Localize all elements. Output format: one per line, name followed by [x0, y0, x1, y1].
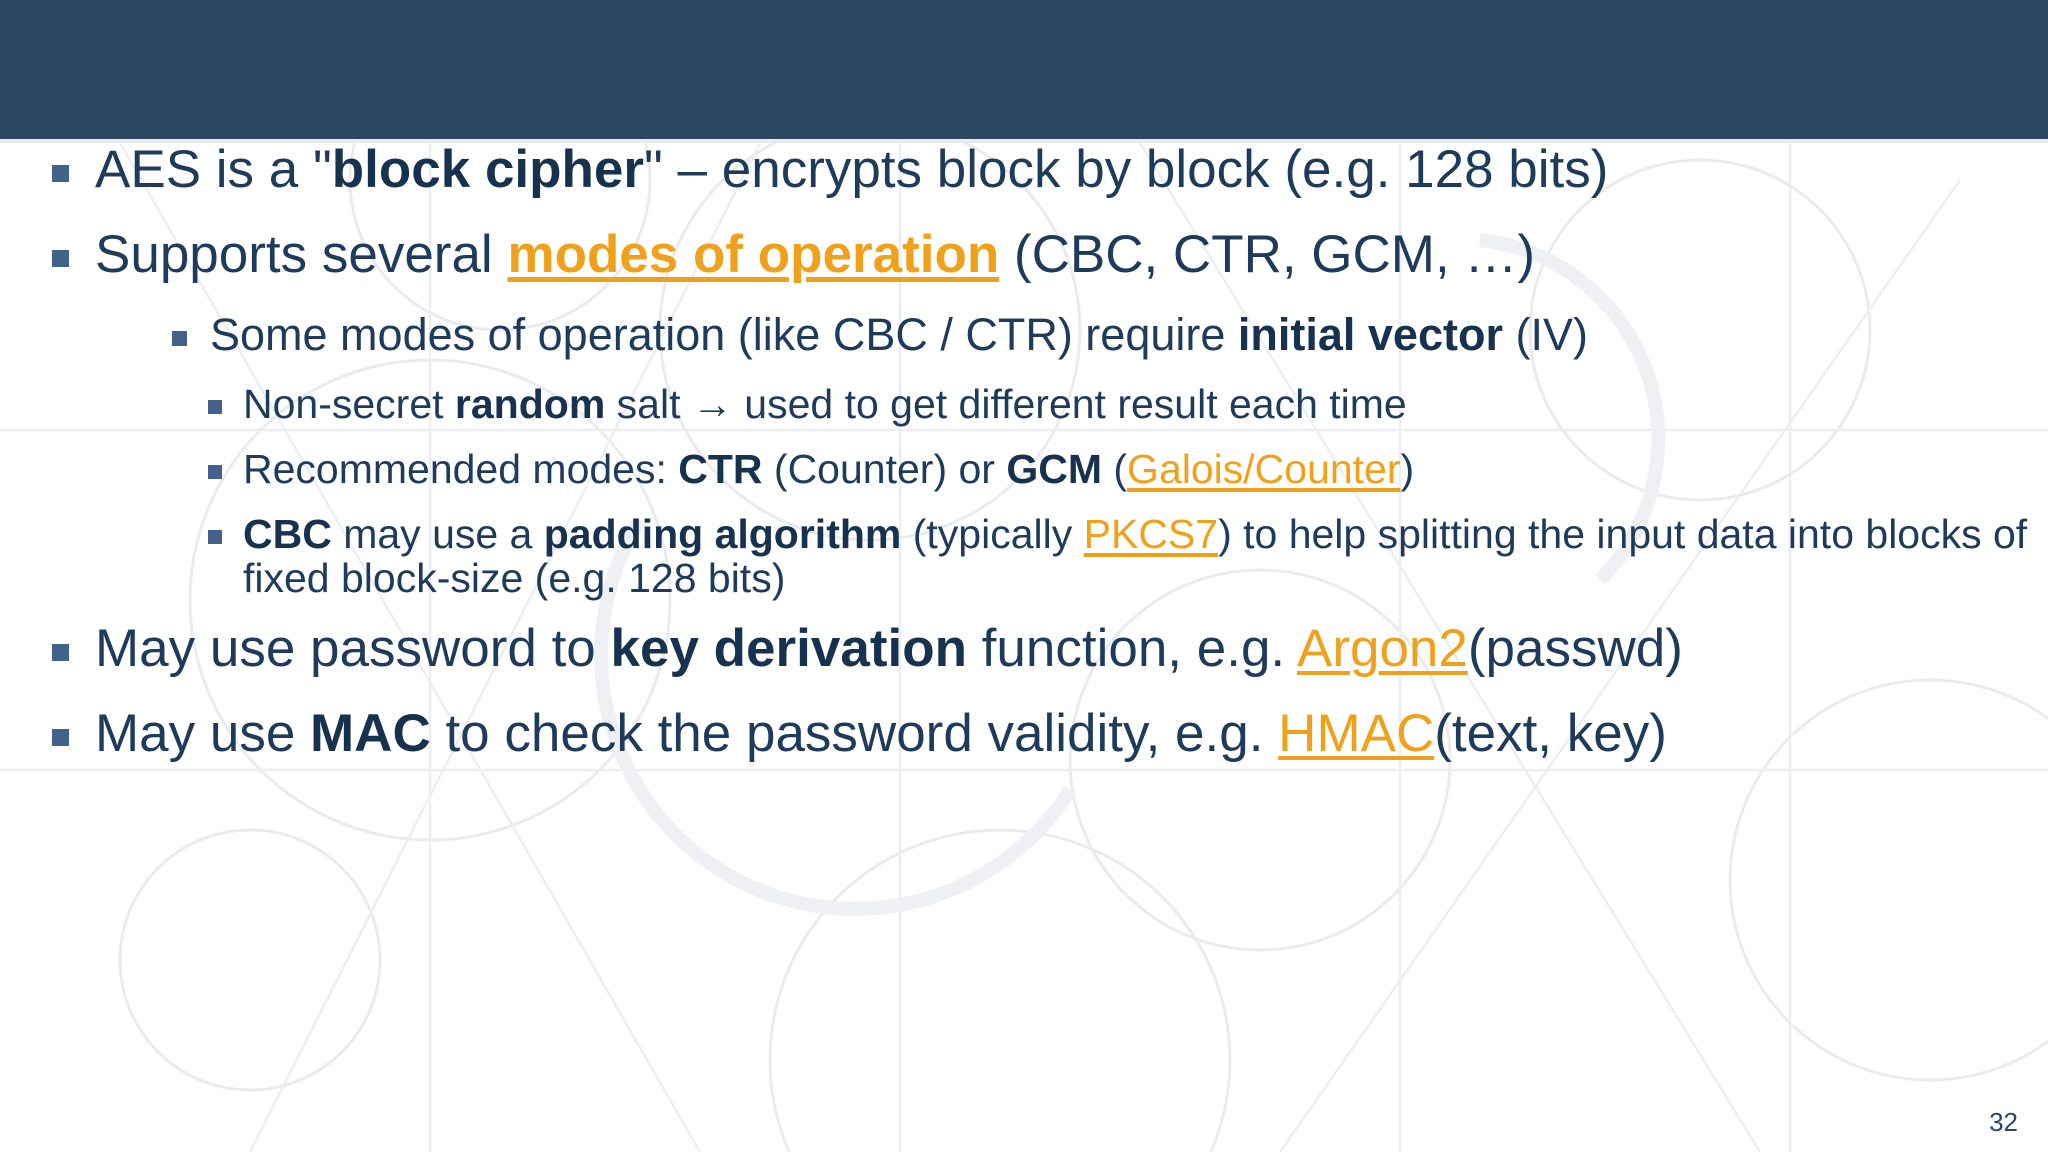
slide-body: AES is a "block cipher" – encrypts block…: [0, 140, 2048, 1152]
text-run: (CBC, CTR, GCM, …): [999, 224, 1536, 284]
text-run: Recommended modes:: [243, 445, 679, 492]
emphasis-text: CTR: [678, 445, 763, 492]
emphasis-text: initial vector: [1237, 309, 1503, 361]
bullet-item-modes-of-operation: Supports several modes of operation (CBC…: [52, 224, 2048, 284]
emphasis-text: CBC: [243, 511, 332, 558]
text-run: (typically: [901, 511, 1084, 558]
bullet-text: AES is a "block cipher" – encrypts block…: [95, 140, 2048, 199]
bullet-square-icon: [52, 728, 69, 746]
page-number: 32: [1989, 1107, 2018, 1137]
emphasis-text: key derivation: [610, 619, 967, 679]
bullet-square-icon: [52, 165, 69, 182]
text-run: to check the password validity, e.g.: [430, 703, 1279, 763]
emphasis-text: MAC: [310, 703, 431, 763]
bullet-text: Recommended modes: CTR (Counter) or GCM …: [243, 445, 2048, 492]
text-run: (text, key): [1434, 703, 1667, 763]
text-run: Supports several: [95, 224, 508, 284]
emphasis-text: GCM: [1006, 445, 1102, 492]
text-run: (IV): [1502, 309, 1588, 361]
hyperlink-galois-counter[interactable]: Galois/Counter: [1127, 445, 1401, 492]
text-run: Non-secret: [243, 380, 455, 427]
bullet-text: CBC may use a padding algorithm (typical…: [243, 513, 2048, 600]
bullet-item-cbc-padding-algorithm: CBC may use a padding algorithm (typical…: [208, 513, 2048, 600]
bullet-text: May use password to key derivation funct…: [95, 622, 2048, 677]
header-divider: [0, 139, 2048, 143]
emphasis-text: random: [454, 380, 606, 427]
text-run: AES is a ": [95, 140, 332, 199]
text-run: salt: [605, 380, 692, 427]
text-run: Some modes of operation (like CBC / CTR)…: [210, 309, 1238, 361]
bullet-item-initial-vector: Some modes of operation (like CBC / CTR)…: [172, 309, 2048, 361]
emphasis-text: block cipher: [331, 140, 644, 199]
bullet-square-icon: [52, 644, 69, 662]
text-run: May use password to: [95, 619, 611, 679]
bullet-item-key-derivation: May use password to key derivation funct…: [52, 622, 2048, 677]
bullet-item-non-secret-random-salt: Non-secret random salt → used to get dif…: [208, 380, 2048, 427]
text-run: " – encrypts block by block (e.g. 128 bi…: [644, 140, 1609, 199]
bullet-square-icon: [208, 399, 222, 414]
slide-header-band: [0, 0, 2048, 139]
text-run: May use: [95, 703, 311, 763]
bullet-text: Non-secret random salt → used to get dif…: [243, 380, 2048, 427]
bullet-text: Supports several modes of operation (CBC…: [95, 224, 2048, 284]
hyperlink-modes-of-operation[interactable]: modes of operation: [507, 224, 1000, 284]
text-run: function, e.g.: [966, 619, 1297, 679]
text-run: used to get different result each time: [732, 380, 1407, 427]
text-run: ): [1400, 445, 1415, 492]
bullet-text: Some modes of operation (like CBC / CTR)…: [210, 309, 2048, 361]
hyperlink-argon2[interactable]: Argon2: [1296, 619, 1468, 679]
bullet-square-icon: [208, 530, 222, 545]
bullet-list: AES is a "block cipher" – encrypts block…: [0, 140, 2048, 763]
bullet-item-aes-block-cipher: AES is a "block cipher" – encrypts block…: [52, 140, 2048, 199]
bullet-square-icon: [208, 464, 222, 479]
emphasis-text: padding algorithm: [543, 511, 902, 558]
text-run: (: [1102, 445, 1128, 492]
bullet-item-recommended-modes: Recommended modes: CTR (Counter) or GCM …: [208, 445, 2048, 492]
right-arrow-icon: →: [691, 380, 733, 427]
text-run: (passwd): [1467, 619, 1683, 679]
text-run: may use a: [331, 511, 544, 558]
text-run: (Counter) or: [762, 445, 1007, 492]
bullet-item-mac-password-validity: May use MAC to check the password validi…: [52, 703, 2048, 763]
hyperlink-hmac[interactable]: HMAC: [1278, 703, 1435, 763]
bullet-square-icon: [52, 249, 69, 267]
bullet-text: May use MAC to check the password validi…: [95, 703, 2048, 763]
bullet-square-icon: [172, 331, 187, 347]
hyperlink-pkcs7[interactable]: PKCS7: [1083, 511, 1219, 558]
